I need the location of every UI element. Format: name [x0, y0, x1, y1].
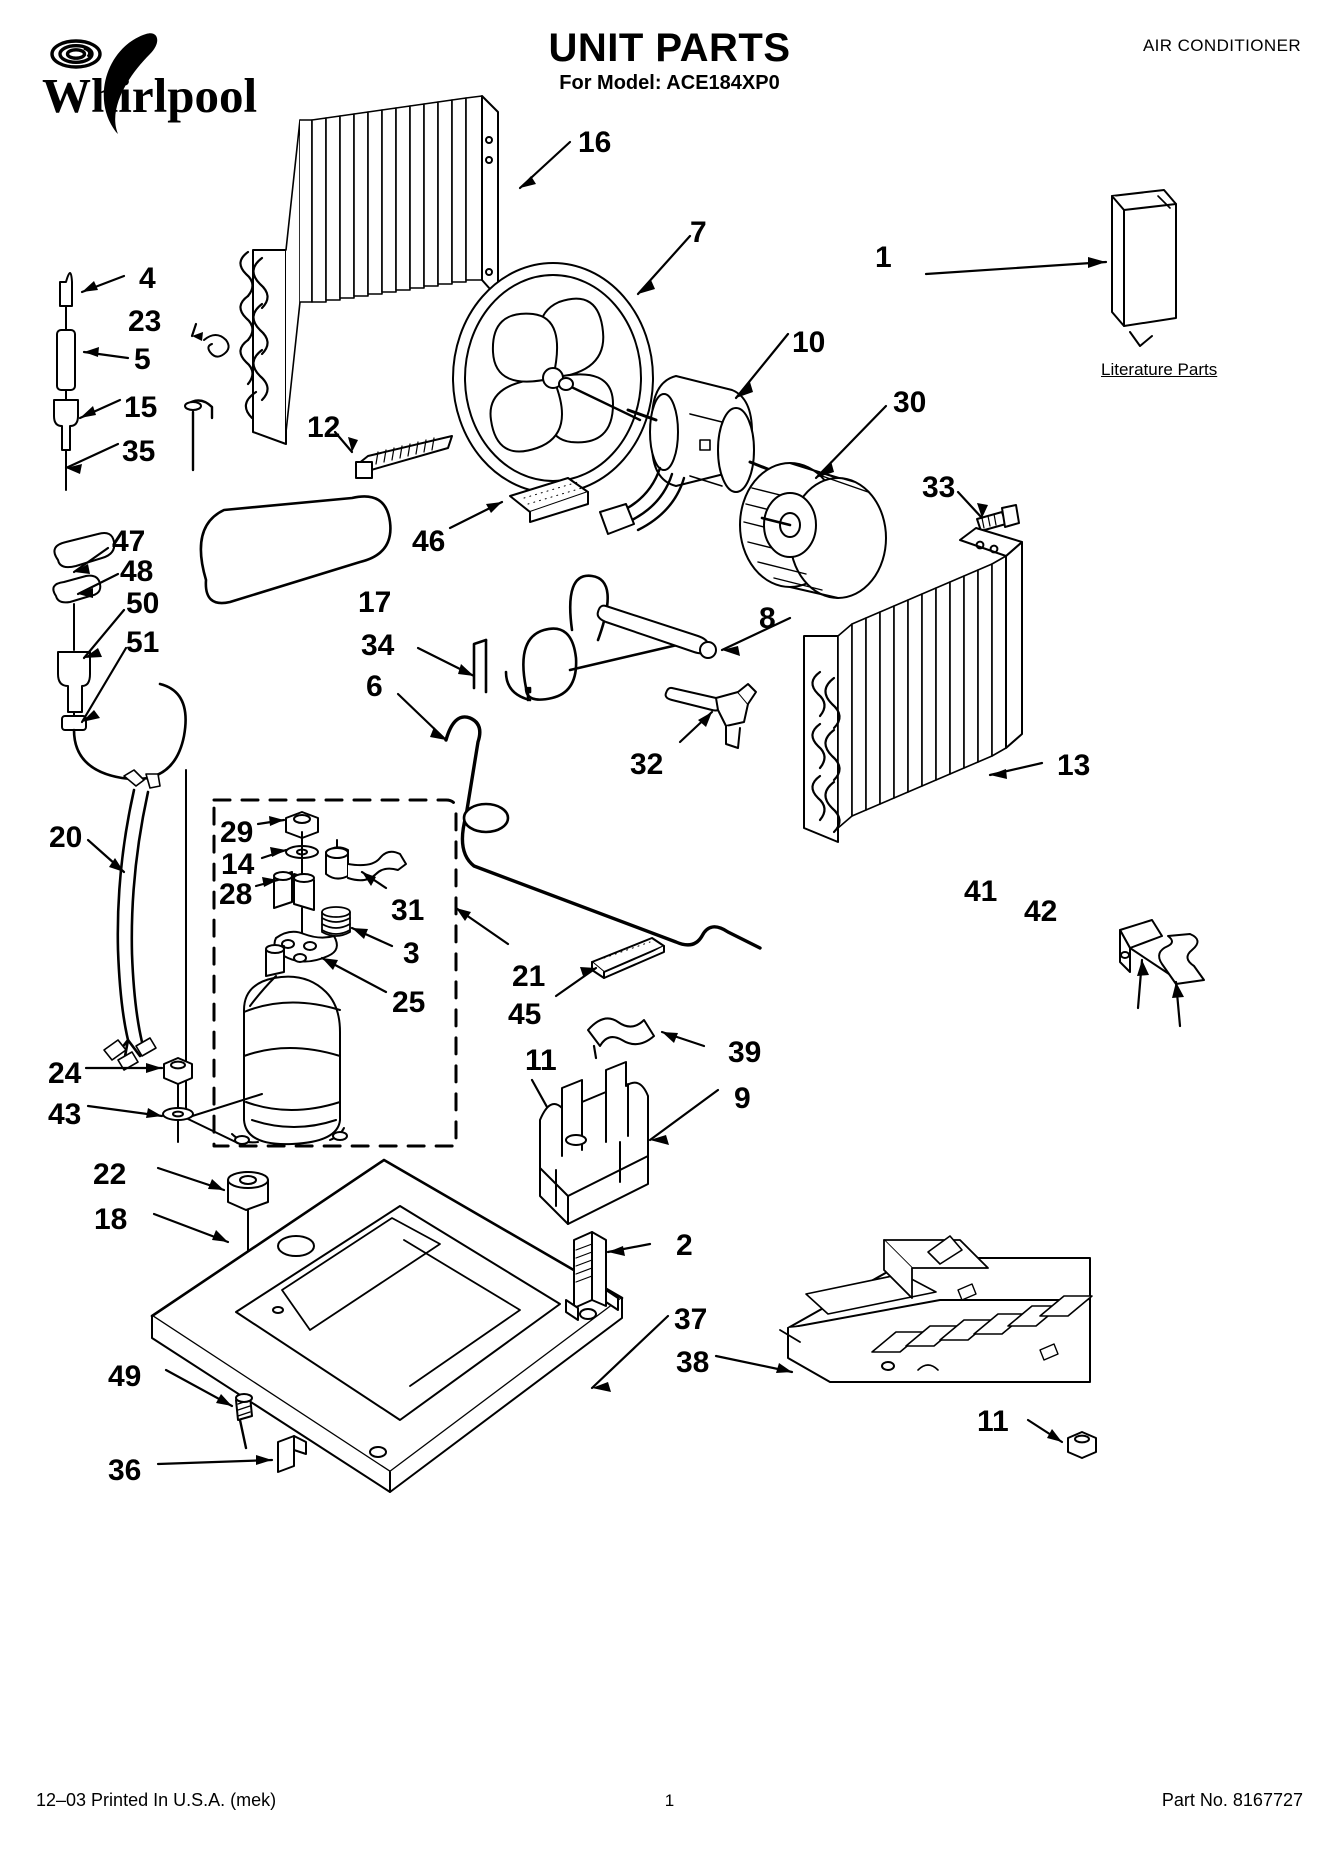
callout-15: 15	[124, 391, 158, 424]
fan-motor-10	[599, 332, 792, 535]
nut-11-lower	[1026, 1418, 1097, 1459]
drain-valve-stack	[52, 532, 187, 781]
callout-8: 8	[759, 602, 776, 635]
callout-41: 41	[964, 875, 998, 908]
callout-1: 1	[875, 241, 892, 274]
insulation-strip-45	[554, 937, 665, 998]
blower-wheel-30	[739, 404, 888, 599]
callout-22: 22	[93, 1158, 127, 1191]
callout-48: 48	[120, 555, 154, 588]
callout-10: 10	[792, 326, 826, 359]
category-label: AIR CONDITIONER	[1142, 36, 1301, 55]
callout-31: 31	[391, 894, 425, 927]
callout-7: 7	[690, 216, 707, 249]
literature-booklet-1	[924, 189, 1177, 347]
callout-16: 16	[578, 126, 612, 159]
ground-strap-39	[587, 1017, 706, 1060]
control-module-46	[448, 477, 589, 530]
screw-33	[956, 490, 1020, 532]
leader-6	[396, 692, 448, 742]
sensor-probe-group	[53, 272, 130, 491]
whirlpool-logo: Whirlpool	[38, 28, 278, 134]
long-tube-6	[444, 715, 762, 950]
callout-17: 17	[358, 586, 392, 619]
callout-28: 28	[219, 878, 253, 911]
fan-blade-7	[452, 234, 692, 494]
louver-grille-38	[714, 1235, 1093, 1383]
callout-32: 32	[630, 748, 664, 781]
nut-washer-24-43	[84, 1057, 194, 1143]
formed-tube-34	[472, 574, 692, 702]
callout-36: 36	[108, 1454, 142, 1487]
callout-49: 49	[108, 1360, 142, 1393]
compressor-hardware	[254, 811, 407, 994]
leader-37	[590, 1314, 670, 1392]
callout-13: 13	[1057, 749, 1091, 782]
callout-14: 14	[221, 848, 255, 881]
capillary-loop-17	[199, 495, 392, 605]
callout-34: 34	[361, 629, 395, 662]
base-pan-18	[150, 1158, 624, 1493]
literature-parts-label: Literature Parts	[1101, 360, 1218, 379]
callout-20: 20	[49, 821, 83, 854]
callout-38: 38	[676, 1346, 710, 1379]
callout-51: 51	[126, 626, 160, 659]
callout-29: 29	[220, 816, 254, 849]
evaporator-coil-13	[803, 527, 1044, 843]
wire-harness-20	[86, 769, 161, 1071]
terminal-block-2	[565, 1231, 652, 1321]
callout-37: 37	[674, 1303, 708, 1336]
callout-33: 33	[922, 471, 956, 504]
callout-30: 30	[893, 386, 927, 419]
callout-39: 39	[728, 1036, 762, 1069]
callout-6: 6	[366, 670, 383, 703]
callout-25: 25	[392, 986, 426, 1019]
callout-4: 4	[139, 262, 156, 295]
callout-3: 3	[403, 937, 420, 970]
leader-34	[416, 646, 476, 678]
callout-42: 42	[1024, 895, 1058, 928]
svg-text:Whirlpool: Whirlpool	[42, 68, 257, 123]
callout-43: 43	[48, 1098, 82, 1131]
callout-11: 11	[525, 1044, 557, 1077]
callout-45: 45	[508, 998, 542, 1031]
clip-23	[190, 322, 230, 358]
service-valve-32	[664, 683, 757, 749]
callout-18: 18	[94, 1203, 128, 1236]
callout-35: 35	[122, 435, 156, 468]
callout-23: 23	[128, 305, 162, 338]
mounting-bracket-9	[539, 1061, 720, 1225]
callout-50: 50	[126, 587, 160, 620]
callout-21: 21	[512, 960, 546, 993]
callout-2: 2	[676, 1229, 693, 1262]
tube-8	[596, 604, 792, 659]
callout-9: 9	[734, 1082, 751, 1115]
brackets-41-42	[1119, 919, 1205, 1028]
callout-24: 24	[48, 1057, 82, 1090]
leader-21	[454, 906, 510, 946]
callout-12: 12	[307, 411, 341, 444]
compressor-dashed-box	[212, 798, 458, 1148]
wire-tie-12	[333, 430, 453, 479]
print-info: 12–03 Printed In U.S.A. (mek)	[36, 1790, 277, 1810]
page-title: UNIT PARTS	[548, 26, 791, 70]
callout-5: 5	[134, 343, 151, 376]
model-subtitle: For Model: ACE184XP0	[559, 72, 780, 94]
page-number: 1	[664, 1791, 675, 1810]
callout-46: 46	[412, 525, 446, 558]
elbow-tube-35	[184, 399, 214, 472]
part-number: Part No. 8167727	[1161, 1790, 1303, 1810]
callout-11: 11	[977, 1405, 1009, 1438]
callout-47: 47	[112, 525, 146, 558]
